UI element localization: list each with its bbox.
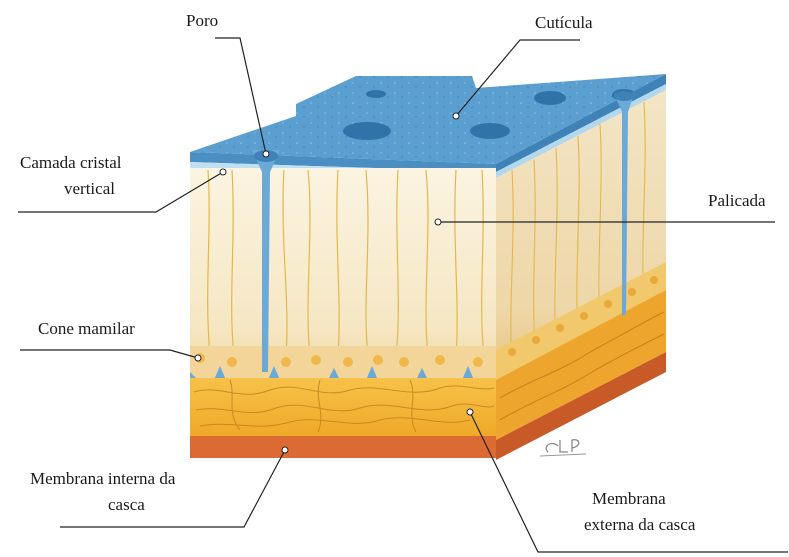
leader-line-cone-mamilar	[20, 350, 198, 358]
mammillary-cone-band	[190, 346, 496, 380]
palisade-front-face	[190, 168, 496, 376]
label-membrana-externa-line1: Membrana	[592, 488, 666, 510]
label-membrana-interna-line1: Membrana interna da	[30, 468, 175, 490]
label-cone-mamilar: Cone mamilar	[38, 318, 135, 340]
label-cuticula: Cutícula	[535, 12, 593, 34]
label-palicada: Palicada	[708, 190, 766, 212]
marker-membrana-externa	[467, 409, 473, 415]
inner-shell-membrane	[190, 378, 496, 436]
marker-cone-mamilar	[195, 355, 201, 361]
artist-signature	[540, 440, 586, 456]
label-camada-cristal-line2: vertical	[64, 178, 115, 200]
label-membrana-interna-line2: casca	[108, 494, 145, 516]
label-camada-cristal-line1: Camada cristal	[20, 152, 122, 174]
marker-membrana-interna	[282, 447, 288, 453]
label-poro: Poro	[186, 10, 218, 32]
marker-camada-cristal	[220, 169, 226, 175]
marker-cuticula	[453, 113, 459, 119]
marker-poro	[263, 151, 269, 157]
marker-palicada	[435, 219, 441, 225]
label-membrana-externa-line2: externa da casca	[584, 514, 695, 536]
